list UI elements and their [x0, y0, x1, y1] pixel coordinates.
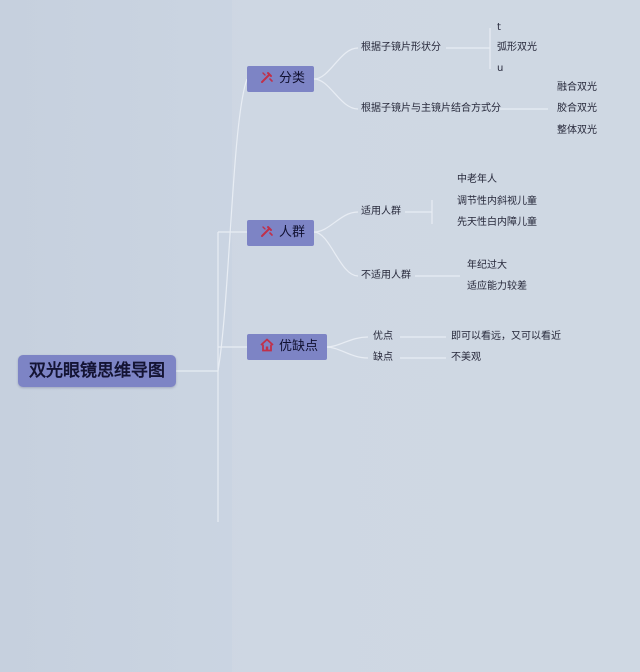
branch-label: 分类	[279, 71, 306, 86]
connector-people-unsuitable	[313, 231, 359, 277]
branch-population[interactable]: 人群	[247, 220, 314, 246]
group-label-shape[interactable]: 根据子镜片形状分	[361, 42, 441, 53]
leaf-item[interactable]: 先天性白内障儿童	[457, 217, 537, 228]
leaf-item[interactable]: 调节性内斜视儿童	[457, 196, 537, 207]
pen-icon	[261, 72, 273, 83]
leaf-item[interactable]: 不美观	[451, 352, 481, 363]
group-label-pros[interactable]: 优点	[373, 331, 393, 342]
connector-branch-classify	[217, 78, 248, 372]
branch-label: 人群	[279, 225, 306, 240]
leaf-item[interactable]: 整体双光	[557, 125, 597, 136]
home-icon	[260, 338, 274, 352]
leaf-item[interactable]: 年纪过大	[467, 260, 507, 271]
connector-classify-combine	[313, 78, 359, 110]
branch-label: 优缺点	[279, 339, 319, 354]
group-label-combination[interactable]: 根据子镜片与主镜片结合方式分	[361, 103, 501, 114]
root-node[interactable]: 双光眼镜思维导图	[18, 355, 176, 387]
group-label-unsuitable[interactable]: 不适用人群	[361, 270, 411, 281]
connector-pros	[325, 336, 369, 348]
leaf-item[interactable]: 融合双光	[557, 82, 597, 93]
connector-cons	[325, 346, 369, 359]
branch-pros-cons[interactable]: 优缺点	[247, 334, 327, 360]
connector-people-suitable	[313, 211, 359, 233]
pen-icon	[261, 226, 273, 237]
leaf-item[interactable]: 即可以看远，又可以看近	[451, 331, 561, 342]
group-label-cons[interactable]: 缺点	[373, 352, 393, 363]
leaf-item[interactable]: 弧形双光	[497, 42, 537, 53]
connector-classify-shape	[313, 47, 359, 80]
leaf-item[interactable]: 胶合双光	[557, 103, 597, 114]
leaf-item[interactable]: 中老年人	[457, 174, 497, 185]
leaf-item[interactable]: u	[497, 63, 504, 74]
leaf-item[interactable]: 适应能力较差	[467, 281, 527, 292]
branch-classification[interactable]: 分类	[247, 66, 314, 92]
leaf-item[interactable]: t	[497, 22, 501, 33]
group-label-suitable[interactable]: 适用人群	[361, 206, 401, 217]
